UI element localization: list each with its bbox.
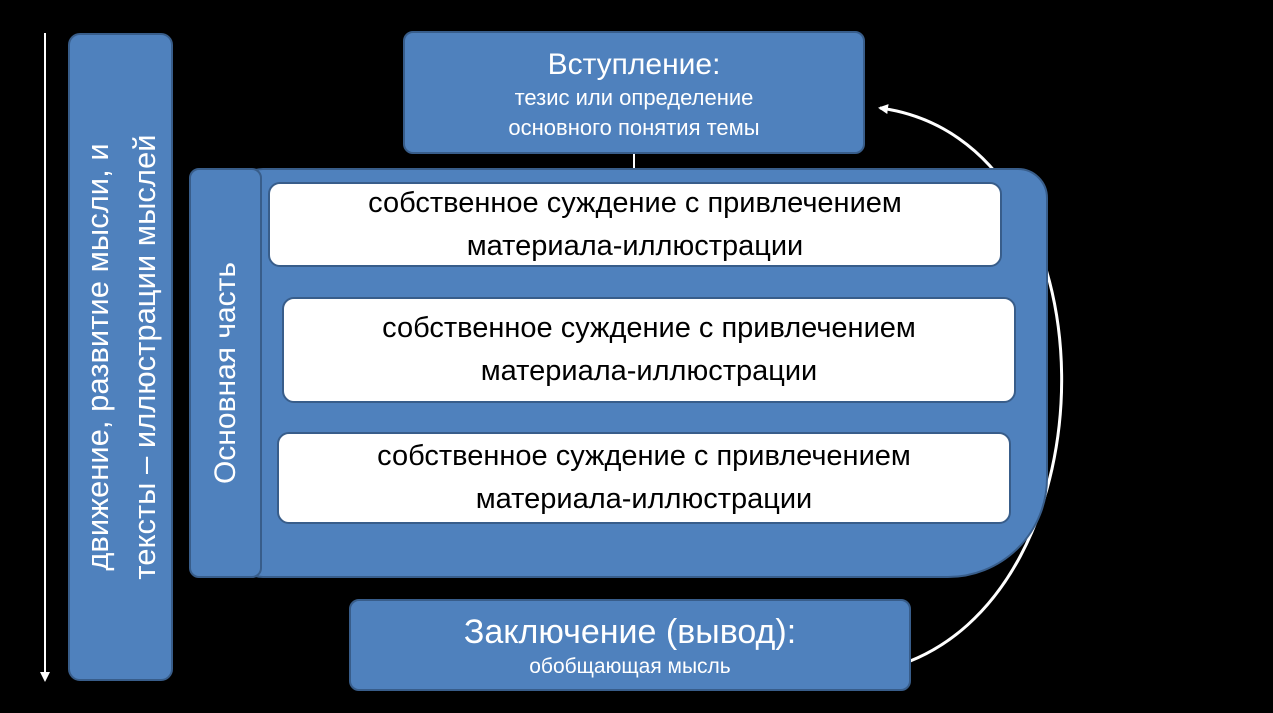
conclusion-subtitle: обобщающая мысль	[529, 655, 731, 678]
thought-development-line-1: движение, развитие мысли, и	[79, 143, 115, 571]
judgement-card-1: собственное суждение с привлечением мате…	[268, 182, 1002, 267]
introduction-box: Вступление: тезис или определение основн…	[403, 31, 865, 154]
judgement-card-2-line-2: материала-иллюстрации	[480, 355, 818, 387]
judgement-card-3: собственное суждение с привлечением мате…	[277, 432, 1011, 524]
thought-development-line-2: тексты – иллюстрации мыслей	[126, 134, 162, 580]
judgement-card-2-line-1: собственное суждение с привлечением	[382, 312, 916, 344]
judgement-card-2: собственное суждение с привлечением мате…	[282, 297, 1016, 403]
conclusion-intro-curved-arrow	[878, 104, 1064, 675]
thought-development-text: движение, развитие мысли, и тексты – илл…	[74, 134, 168, 579]
main-part-label: Основная часть	[208, 261, 242, 485]
conclusion-box: Заключение (вывод): обобщающая мысль	[349, 599, 911, 691]
introduction-subtitle-line-2: основного понятия темы	[508, 115, 760, 140]
main-part-label-box: Основная часть	[189, 168, 262, 578]
thought-development-bar: движение, развитие мысли, и тексты – илл…	[68, 33, 173, 681]
introduction-title: Вступление:	[547, 48, 721, 81]
conclusion-title: Заключение (вывод):	[463, 613, 797, 651]
judgement-card-3-line-2: материала-иллюстрации	[475, 483, 813, 515]
introduction-subtitle-line-1: тезис или определение	[514, 85, 754, 110]
judgement-card-3-line-1: собственное суждение с привлечением	[377, 440, 911, 472]
judgement-card-1-line-1: собственное суждение с привлечением	[368, 186, 902, 219]
judgement-card-1-line-2: материала-иллюстрации	[466, 229, 804, 262]
